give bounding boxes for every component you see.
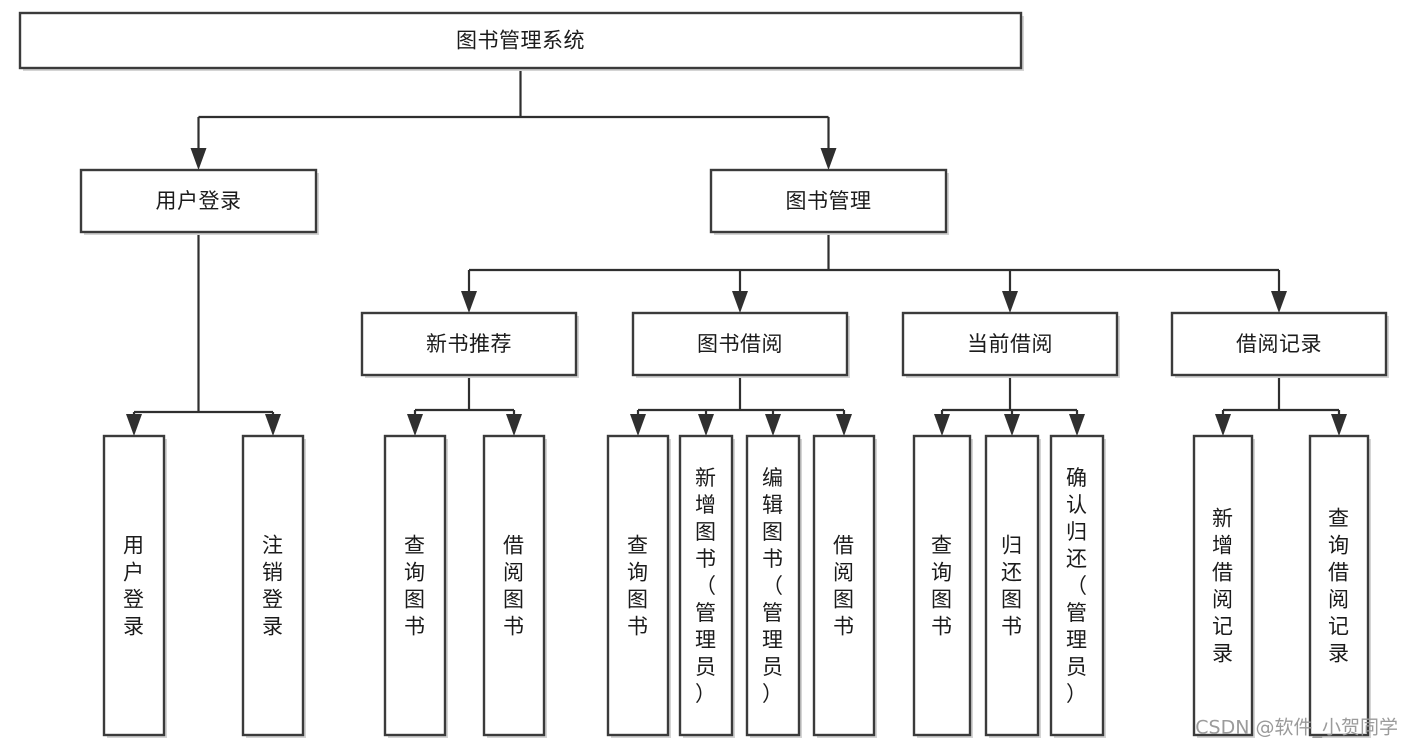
node-root[interactable]: 图书管理系统 (18, 11, 1024, 71)
node-rect-borrow-record[interactable] (1170, 311, 1388, 377)
node-leaf-edit-book[interactable]: 编辑图书（管理员） (745, 434, 802, 738)
node-label-current-borrow: 当前借阅 (967, 332, 1053, 356)
arrow-head-leaf-query-record (1331, 414, 1347, 436)
node-rect-root[interactable] (18, 11, 1023, 70)
node-new-book-rec[interactable]: 新书推荐 (360, 311, 579, 378)
node-label-borrow-record: 借阅记录 (1236, 332, 1322, 356)
arrow-head-leaf-borrow-book-rec (506, 414, 522, 436)
node-rect-leaf-query-book-rec[interactable] (383, 434, 447, 737)
node-leaf-add-book[interactable]: 新增图书（管理员） (678, 434, 735, 738)
node-rect-new-book-rec[interactable] (360, 311, 578, 377)
node-label-leaf-borrow-book: 借阅图书 (833, 534, 855, 639)
node-leaf-confirm-return[interactable]: 确认归还（管理员） (1049, 434, 1106, 738)
node-leaf-borrow-book-rec[interactable]: 借阅图书 (482, 434, 547, 738)
node-label-book-borrow: 图书借阅 (697, 332, 783, 356)
node-label-leaf-add-record: 新增借阅记录 (1212, 507, 1234, 666)
node-user-login[interactable]: 用户登录 (79, 168, 319, 235)
arrow-head-leaf-user-login (126, 414, 142, 436)
node-rect-leaf-return-book[interactable] (984, 434, 1040, 737)
node-label-leaf-add-book: 新增图书（管理员） (695, 466, 717, 706)
node-leaf-logout[interactable]: 注销登录 (241, 434, 306, 738)
node-rect-book-borrow[interactable] (631, 311, 849, 377)
arrow-head-book-borrow (732, 291, 748, 313)
node-rect-leaf-query-record[interactable] (1308, 434, 1370, 737)
arrow-head-current-borrow (1002, 291, 1018, 313)
node-label-user-login: 用户登录 (156, 189, 242, 213)
node-current-borrow[interactable]: 当前借阅 (901, 311, 1120, 378)
arrow-head-new-book-rec (461, 291, 477, 313)
node-label-leaf-query-book-rec: 查询图书 (404, 534, 426, 639)
arrow-head-leaf-add-book (698, 414, 714, 436)
node-leaf-query-record[interactable]: 查询借阅记录 (1308, 434, 1371, 738)
node-leaf-query-book-rec[interactable]: 查询图书 (383, 434, 448, 738)
node-rect-current-borrow[interactable] (901, 311, 1119, 377)
node-label-leaf-query-record: 查询借阅记录 (1328, 507, 1350, 666)
arrow-head-leaf-query-book-borrow (630, 414, 646, 436)
node-book-borrow[interactable]: 图书借阅 (631, 311, 850, 378)
node-rect-leaf-borrow-book[interactable] (812, 434, 876, 737)
node-book-manage[interactable]: 图书管理 (709, 168, 949, 235)
node-label-leaf-logout: 注销登录 (262, 534, 284, 639)
arrow-head-leaf-confirm-return (1069, 414, 1085, 436)
node-label-leaf-user-login: 用户登录 (123, 534, 145, 639)
node-leaf-query-book-borrow[interactable]: 查询图书 (606, 434, 671, 738)
node-rect-leaf-add-record[interactable] (1192, 434, 1254, 737)
arrow-head-leaf-query-book-rec (407, 414, 423, 436)
node-rect-user-login[interactable] (79, 168, 318, 234)
node-label-leaf-return-book: 归还图书 (1001, 534, 1023, 639)
arrow-head-leaf-logout (265, 414, 281, 436)
node-rect-leaf-add-book[interactable] (678, 434, 734, 737)
node-rect-leaf-user-login[interactable] (102, 434, 166, 737)
arrow-head-leaf-return-book (1004, 414, 1020, 436)
node-leaf-borrow-book[interactable]: 借阅图书 (812, 434, 877, 738)
node-rect-leaf-borrow-book-rec[interactable] (482, 434, 546, 737)
node-label-leaf-edit-book: 编辑图书（管理员） (762, 466, 784, 706)
node-label-root: 图书管理系统 (456, 29, 585, 53)
arrow-head-book-manage (820, 148, 837, 170)
node-leaf-return-book[interactable]: 归还图书 (984, 434, 1041, 738)
node-rect-leaf-query-book-cur[interactable] (912, 434, 972, 737)
node-rect-leaf-query-book-borrow[interactable] (606, 434, 670, 737)
arrow-head-borrow-record (1271, 291, 1287, 313)
node-rect-book-manage[interactable] (709, 168, 948, 234)
csdn-watermark: CSDN @软件_小贺同学 (1195, 717, 1398, 739)
arrow-head-leaf-edit-book (765, 414, 781, 436)
connector-layer (126, 68, 1347, 436)
arrow-head-user-login (190, 148, 207, 170)
node-label-book-manage: 图书管理 (786, 189, 872, 213)
node-label-leaf-confirm-return: 确认归还（管理员） (1066, 466, 1088, 706)
arrow-head-leaf-query-book-cur (934, 414, 950, 436)
node-borrow-record[interactable]: 借阅记录 (1170, 311, 1389, 378)
node-label-leaf-query-book-borrow: 查询图书 (627, 534, 649, 639)
node-label-new-book-rec: 新书推荐 (426, 332, 512, 356)
arrow-head-leaf-borrow-book (836, 414, 852, 436)
node-leaf-user-login[interactable]: 用户登录 (102, 434, 167, 738)
node-leaf-query-book-cur[interactable]: 查询图书 (912, 434, 973, 738)
arrow-head-leaf-add-record (1215, 414, 1231, 436)
node-label-leaf-borrow-book-rec: 借阅图书 (503, 534, 525, 639)
node-rect-leaf-edit-book[interactable] (745, 434, 801, 737)
node-label-leaf-query-book-cur: 查询图书 (931, 534, 953, 639)
node-layer: 图书管理系统用户登录图书管理新书推荐图书借阅当前借阅借阅记录用户登录注销登录查询… (18, 11, 1389, 738)
node-leaf-add-record[interactable]: 新增借阅记录 (1192, 434, 1255, 738)
node-rect-leaf-confirm-return[interactable] (1049, 434, 1105, 737)
node-rect-leaf-logout[interactable] (241, 434, 305, 737)
